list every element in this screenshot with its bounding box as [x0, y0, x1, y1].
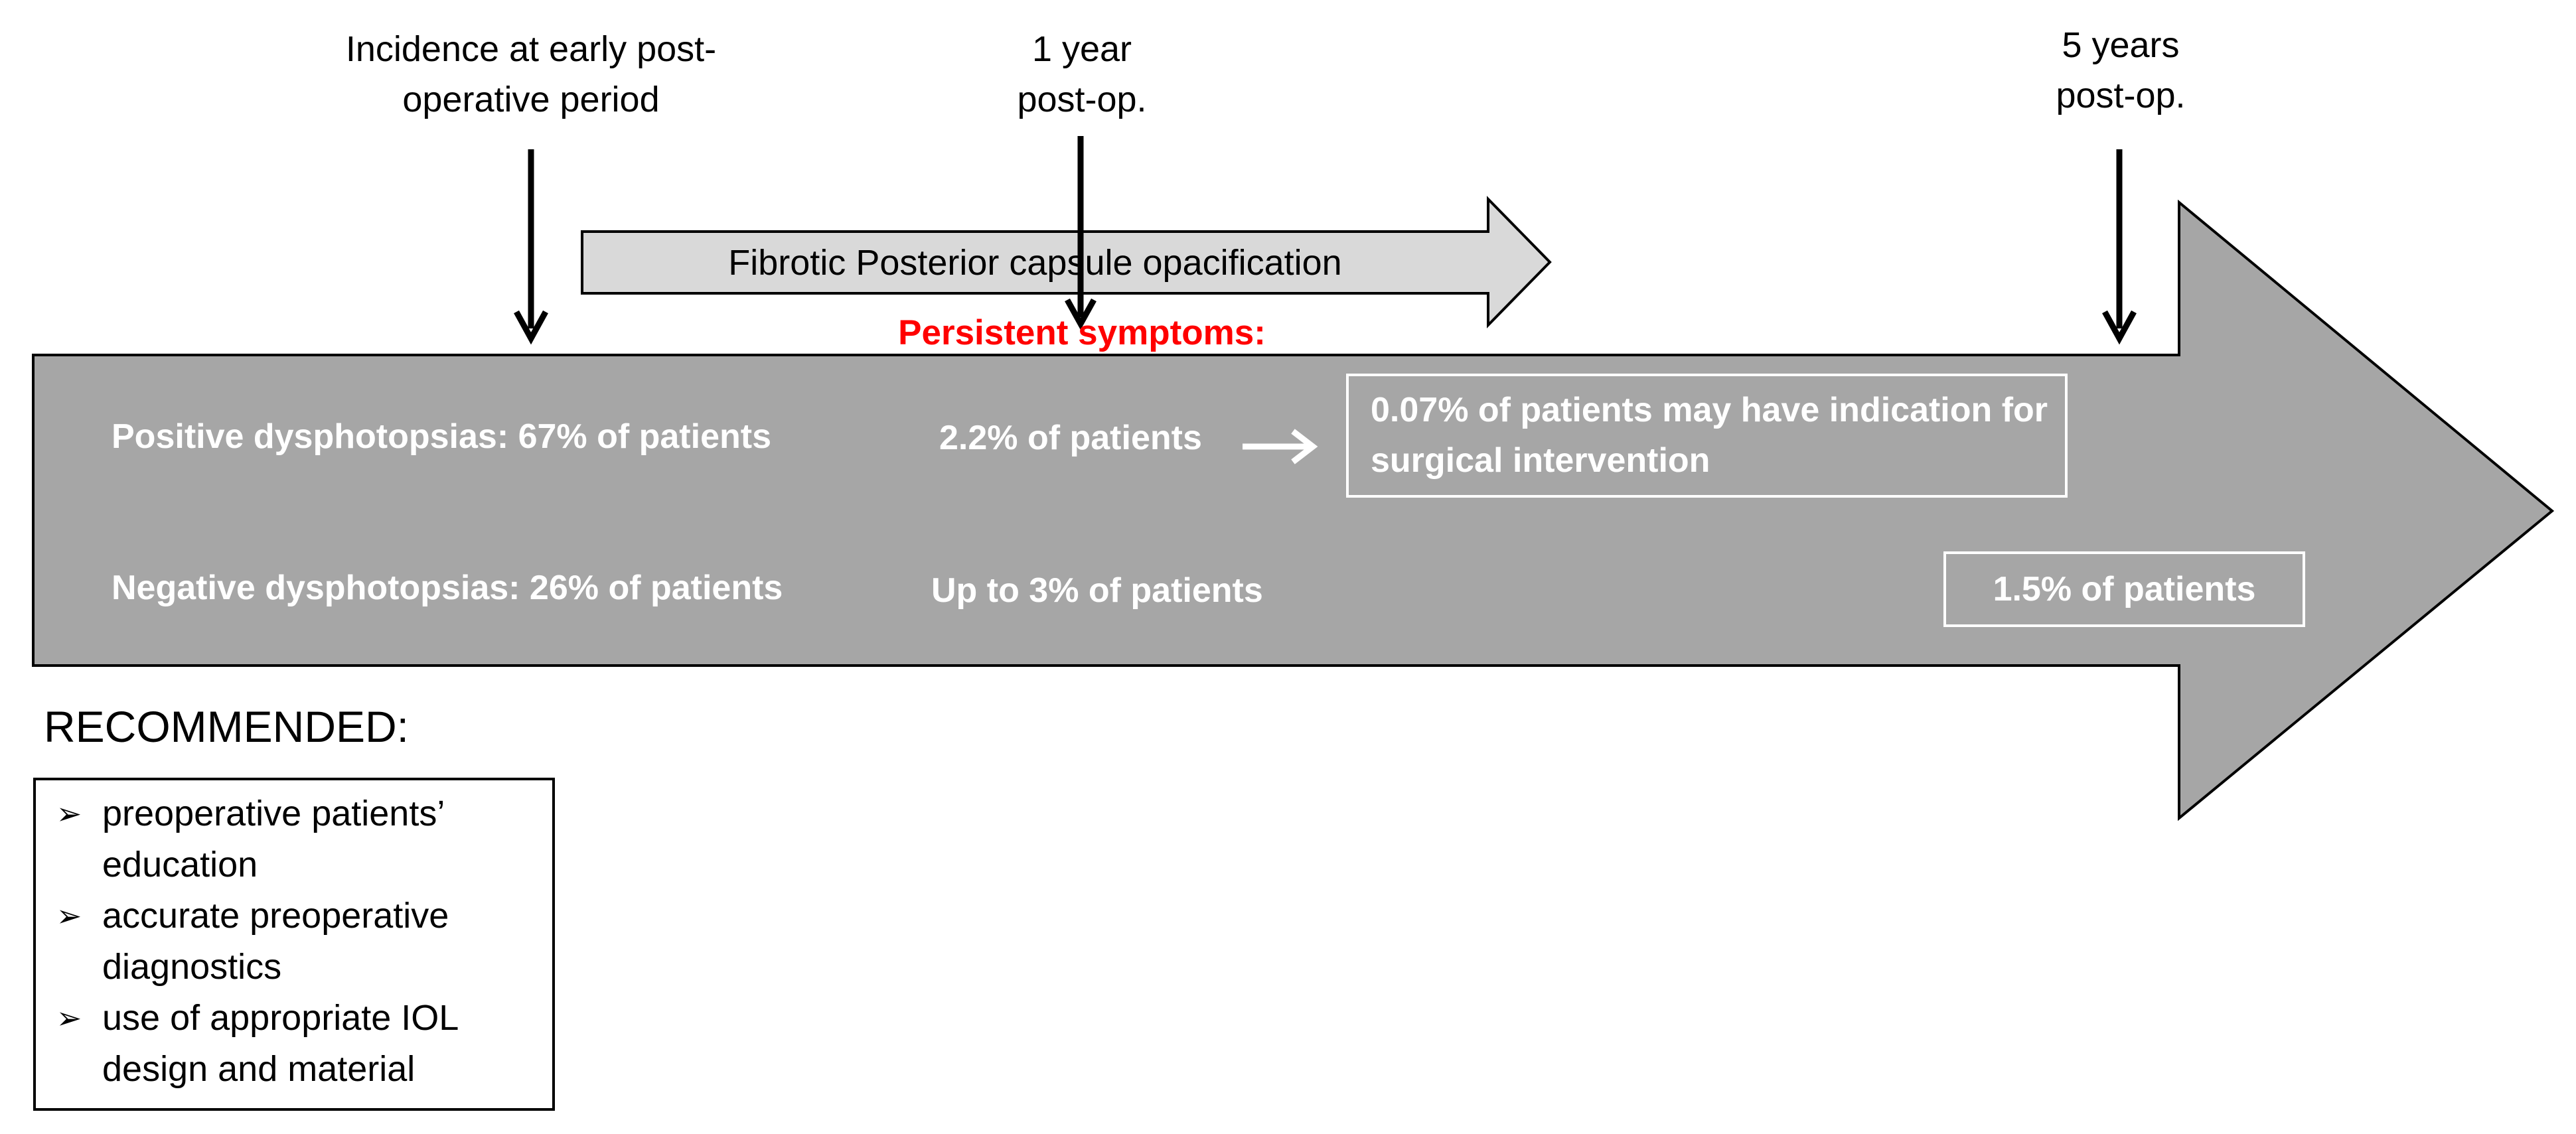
- recommended-item-text: preoperative patients’ education: [102, 794, 444, 885]
- one-year-label: 1 year post-op.: [1017, 29, 1147, 119]
- recommended-item: ➢ use of appropriate IOL design and mate…: [36, 993, 552, 1095]
- main-timeline-arrow: [32, 199, 2555, 821]
- five-years-label: 5 years post-op.: [2056, 25, 2186, 115]
- recommended-item: ➢ preoperative patients’ education: [36, 788, 552, 890]
- persistent-symptoms-label: Persistent symptoms:: [898, 313, 1266, 352]
- arrowhead-bullet-icon: ➢: [56, 898, 82, 933]
- negative-five-year-box: 1.5% of patients: [1943, 551, 2305, 627]
- recommended-item: ➢ accurate preoperative diagnostics: [36, 890, 552, 993]
- one-year-down-arrow: [1065, 136, 1097, 330]
- positive-dysphotopsias-term: Positive dysphotopsias: [112, 417, 497, 456]
- negative-dysphotopsias-value: : 26% of patients: [508, 569, 783, 607]
- surgical-intervention-box: 0.07% of patients may have indication fo…: [1346, 374, 2068, 498]
- negative-dysphotopsias-term: Negative dysphotopsias: [112, 569, 509, 607]
- recommended-item-text: accurate preoperative diagnostics: [102, 896, 449, 987]
- positive-one-year-value: 2.2% of patients: [939, 419, 1202, 457]
- early-postop-label: Incidence at early post-operative period: [345, 29, 717, 119]
- recommended-list: ➢ preoperative patients’ education ➢ acc…: [33, 778, 555, 1111]
- pco-label: Fibrotic Posterior capsule opacification: [728, 243, 1342, 283]
- arrowhead-bullet-icon: ➢: [56, 1001, 82, 1035]
- white-right-arrow-icon: [1243, 429, 1318, 464]
- negative-dysphotopsias-text: Negative dysphotopsias: 26% of patients: [112, 563, 783, 613]
- recommended-item-text: use of appropriate IOL design and materi…: [102, 998, 458, 1089]
- positive-dysphotopsias-value: : 67% of patients: [496, 417, 771, 456]
- arrowhead-bullet-icon: ➢: [56, 796, 82, 831]
- positive-dysphotopsias-text: Positive dysphotopsias: 67% of patients: [112, 411, 771, 462]
- early-postop-down-arrow: [514, 149, 548, 345]
- negative-one-year-value: Up to 3% of patients: [931, 571, 1263, 610]
- five-years-down-arrow: [2102, 149, 2137, 345]
- pco-arrow-shape: [581, 196, 1552, 328]
- recommended-title: RECOMMENDED:: [44, 702, 410, 751]
